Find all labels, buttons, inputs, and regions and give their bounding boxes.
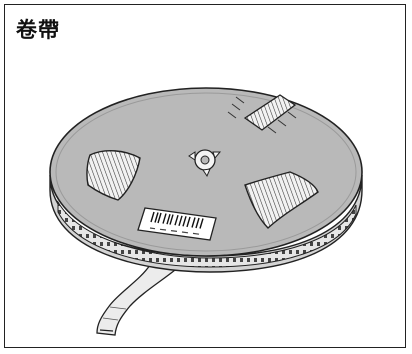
wound-tape-band: [57, 200, 357, 268]
figure-title: 卷帶: [16, 18, 60, 42]
barcode-label: [137, 207, 217, 241]
reel-window-left: [86, 150, 141, 201]
reel-window-right: [244, 171, 319, 229]
reel-hub: [188, 149, 222, 178]
reel-window-top: [227, 94, 297, 134]
tape-strand: [96, 264, 177, 336]
